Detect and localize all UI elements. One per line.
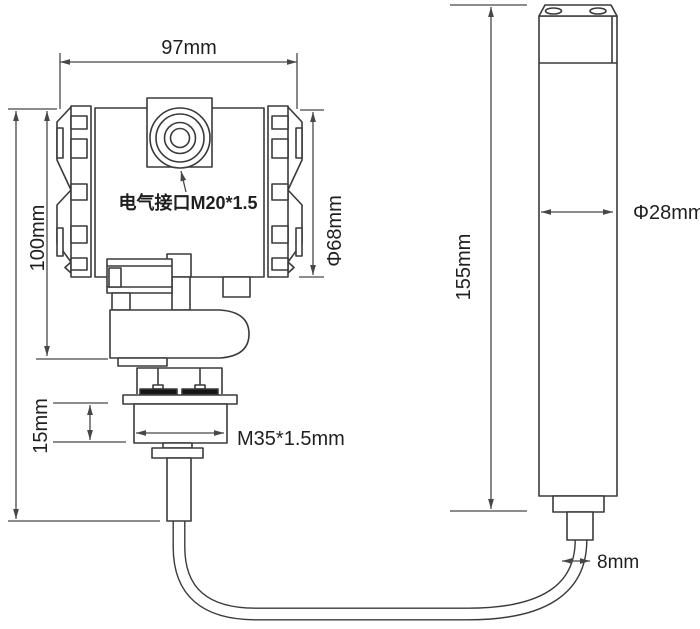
process-body-lip <box>117 357 168 367</box>
probe-body <box>538 15 618 497</box>
dimension-100mm <box>36 111 108 360</box>
cable-gland-tube <box>166 457 192 522</box>
dimension-155mm <box>450 4 527 512</box>
label-housing-height: 100mm <box>27 205 49 272</box>
probe-top-cap <box>538 4 618 64</box>
housing-left-cap <box>56 105 92 278</box>
electrical-entry-port <box>146 97 213 169</box>
label-electrical-port: 电气接口M20*1.5 <box>118 192 257 213</box>
dimension-labels: 97mm 100mm Φ68mm 电气接口M20*1.5 15mm M35*1.… <box>27 37 700 573</box>
connection-cable <box>172 518 588 621</box>
label-cable-diameter: 8mm <box>597 552 639 573</box>
dimension-overall-height <box>8 108 160 522</box>
mounting-flange <box>122 394 238 405</box>
object-geometry <box>56 4 618 621</box>
label-housing-width: 97mm <box>161 37 217 59</box>
dimension-lines <box>8 4 613 564</box>
housing-bottom-bracket <box>106 253 251 311</box>
probe-bottom-connector <box>552 495 605 541</box>
label-housing-diameter: Φ68mm <box>324 195 346 267</box>
m35-thread-section <box>133 403 228 444</box>
dimension-15mm <box>53 402 126 443</box>
process-body <box>109 309 250 359</box>
label-probe-height: 155mm <box>453 234 475 301</box>
transmitter-housing <box>56 97 303 522</box>
label-thread-spec: M35*1.5mm <box>237 428 345 450</box>
label-thread-height: 15mm <box>30 398 52 454</box>
bolt-cage <box>136 367 223 396</box>
sensor-probe <box>538 4 618 541</box>
dimension-phi68mm <box>299 109 324 278</box>
dimension-97mm <box>59 53 298 109</box>
electrical-port-leader <box>180 170 187 193</box>
housing-right-cap <box>267 105 303 278</box>
process-connection <box>122 394 238 522</box>
label-probe-diameter: Φ28mm <box>633 202 700 224</box>
